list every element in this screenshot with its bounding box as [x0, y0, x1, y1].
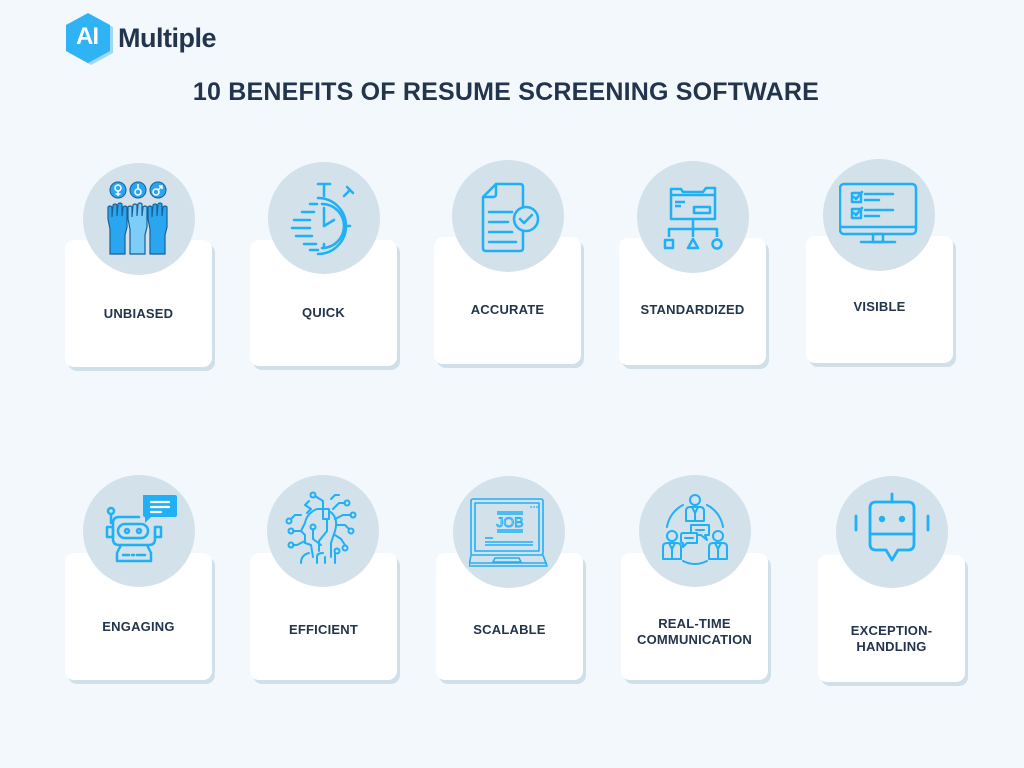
- icon-circle: [637, 161, 749, 273]
- document-check-icon: [481, 182, 540, 253]
- icon-circle: [836, 476, 948, 588]
- benefit-label: SCALABLE: [473, 622, 546, 637]
- benefit-label-line1: EXCEPTION-: [850, 623, 933, 638]
- benefit-label-line2: COMMUNICATION: [636, 632, 752, 647]
- benefit-label: ACCURATE: [470, 302, 545, 317]
- icon-circle: [639, 475, 751, 587]
- folder-hierarchy-icon: [663, 186, 723, 250]
- benefit-label: REAL-TIME COMMUNICATION: [621, 616, 768, 648]
- icon-circle: [83, 163, 195, 275]
- monitor-checklist-icon: [839, 182, 918, 244]
- logo-name: Multiple: [118, 22, 217, 53]
- icon-circle: [83, 475, 195, 587]
- benefit-label: VISIBLE: [853, 299, 906, 314]
- chatbot-icon: [105, 495, 177, 563]
- icon-circle: [267, 475, 379, 587]
- benefit-label-line1: REAL-TIME: [658, 616, 731, 631]
- robot-message-icon: [854, 492, 930, 562]
- laptop-job-icon: JOB: [469, 498, 548, 567]
- logo-ai-text: AI: [76, 23, 99, 50]
- icon-circle: [268, 162, 380, 274]
- logo-mark: AI: [64, 12, 114, 65]
- icon-circle: JOB: [453, 476, 565, 588]
- icon-circle: [823, 159, 935, 271]
- svg-text:JOB: JOB: [496, 514, 523, 530]
- circuit-head-icon: [285, 491, 357, 564]
- benefit-label: EXCEPTION- HANDLING: [818, 623, 965, 655]
- raised-hands-gender-icon: [107, 181, 168, 255]
- benefit-label: STANDARDIZED: [640, 302, 745, 317]
- team-chat-icon: [662, 494, 728, 565]
- icon-circle: [452, 160, 564, 272]
- benefit-label: QUICK: [302, 305, 345, 320]
- benefit-label: ENGAGING: [102, 619, 175, 634]
- page-title: 10 BENEFITS OF RESUME SCREENING SOFTWARE: [192, 78, 820, 106]
- benefit-card: SCALABLE: [436, 553, 583, 680]
- logo: AI Multiple: [64, 12, 217, 65]
- benefit-label: EFFICIENT: [289, 622, 358, 637]
- benefit-label-line2: HANDLING: [856, 639, 927, 654]
- benefit-label: UNBIASED: [103, 306, 174, 321]
- stopwatch-speed-icon: [290, 182, 355, 256]
